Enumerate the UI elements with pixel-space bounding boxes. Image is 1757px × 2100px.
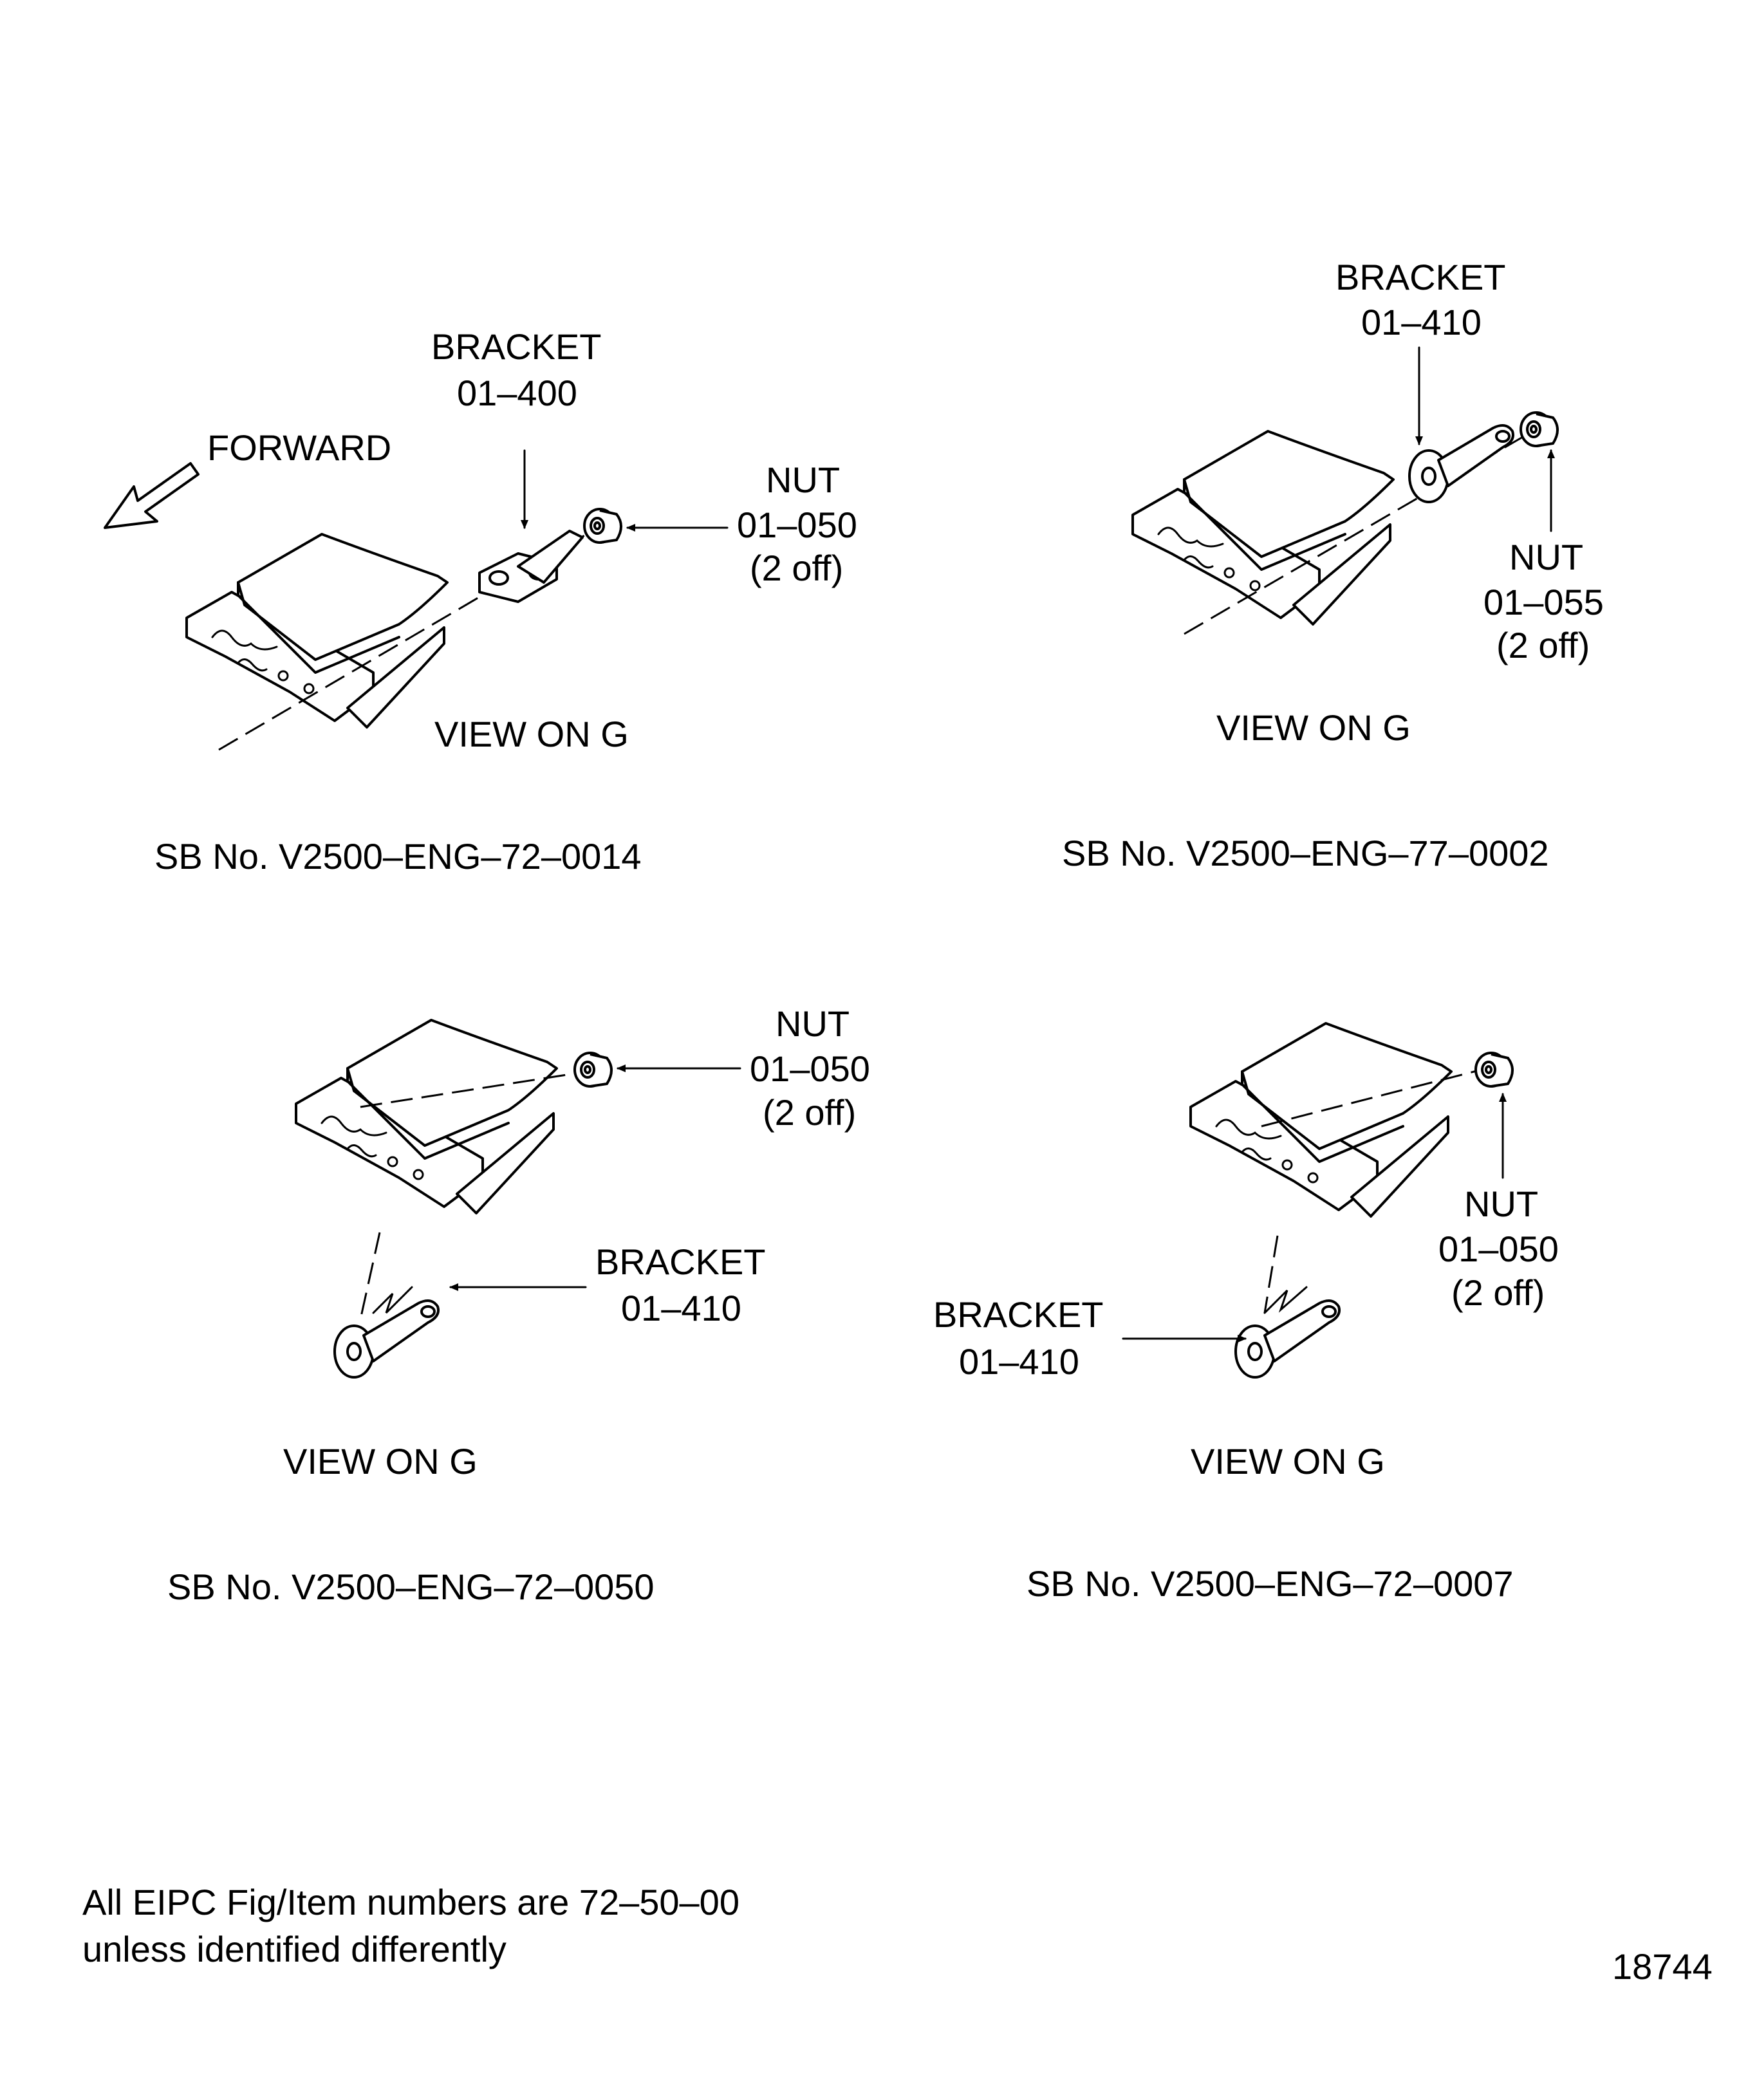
nut-qty: (2 off) bbox=[1496, 625, 1590, 665]
nut-part bbox=[573, 1052, 613, 1088]
nut-part bbox=[1520, 411, 1559, 447]
bracket-ref: 01–410 bbox=[959, 1341, 1079, 1382]
view-label: VIEW ON G bbox=[283, 1441, 478, 1482]
figure-number: 18744 bbox=[1612, 1946, 1713, 1987]
forward-arrow-icon bbox=[104, 462, 200, 529]
nut-label: NUT bbox=[1509, 537, 1583, 577]
sb-number: SB No. V2500–ENG–72–0007 bbox=[1027, 1563, 1514, 1604]
view-1: BRACKET 01–400 NUT 01–050 (2 off) VIEW O… bbox=[154, 326, 857, 877]
nut-label: NUT bbox=[1464, 1184, 1538, 1224]
bracket-label: BRACKET bbox=[933, 1294, 1104, 1335]
bracket-label: BRACKET bbox=[431, 326, 602, 367]
blade-part bbox=[295, 1019, 558, 1214]
bracket-ref: 01–400 bbox=[457, 373, 577, 413]
view-label: VIEW ON G bbox=[1216, 707, 1411, 748]
footnote-line-1: All EIPC Fig/Item numbers are 72–50–00 bbox=[82, 1882, 739, 1922]
nut-ref: 01–055 bbox=[1483, 582, 1604, 622]
nut-ref: 01–050 bbox=[750, 1048, 870, 1089]
bracket-ref: 01–410 bbox=[621, 1288, 741, 1328]
sb-number: SB No. V2500–ENG–72–0014 bbox=[154, 836, 642, 877]
bracket-part bbox=[1408, 424, 1514, 503]
nut-ref: 01–050 bbox=[1438, 1229, 1559, 1269]
nut-label: NUT bbox=[766, 460, 840, 500]
nut-part bbox=[1474, 1052, 1514, 1088]
blade-part bbox=[185, 533, 449, 729]
view-label: VIEW ON G bbox=[1191, 1441, 1385, 1482]
footnote-line-2: unless identified differently bbox=[82, 1929, 507, 1969]
nut-ref: 01–050 bbox=[737, 505, 857, 545]
sb-number: SB No. V2500–ENG–77–0002 bbox=[1062, 833, 1549, 873]
nut-part bbox=[583, 508, 622, 544]
blade-part bbox=[1131, 430, 1395, 626]
view-label: VIEW ON G bbox=[434, 714, 629, 754]
bracket-label: BRACKET bbox=[595, 1241, 766, 1282]
nut-qty: (2 off) bbox=[763, 1092, 856, 1133]
bracket-part bbox=[1234, 1299, 1341, 1379]
blade-part bbox=[1189, 1022, 1453, 1218]
bracket-part bbox=[478, 530, 584, 603]
sb-number: SB No. V2500–ENG–72–0050 bbox=[167, 1566, 655, 1607]
view-4: NUT 01–050 (2 off) BRACKET 01–410 VIEW O… bbox=[933, 1022, 1559, 1604]
nut-qty: (2 off) bbox=[750, 548, 843, 588]
forward-label: FORWARD bbox=[207, 427, 391, 468]
view-2: BRACKET 01–410 NUT 01–055 (2 off) VIEW O… bbox=[1062, 257, 1604, 873]
view-3: NUT 01–050 (2 off) BRACKET 01–410 VIEW O… bbox=[167, 1003, 870, 1607]
nut-qty: (2 off) bbox=[1451, 1272, 1545, 1313]
bracket-label: BRACKET bbox=[1335, 257, 1506, 297]
bracket-ref: 01–410 bbox=[1361, 302, 1482, 342]
nut-label: NUT bbox=[776, 1003, 850, 1044]
